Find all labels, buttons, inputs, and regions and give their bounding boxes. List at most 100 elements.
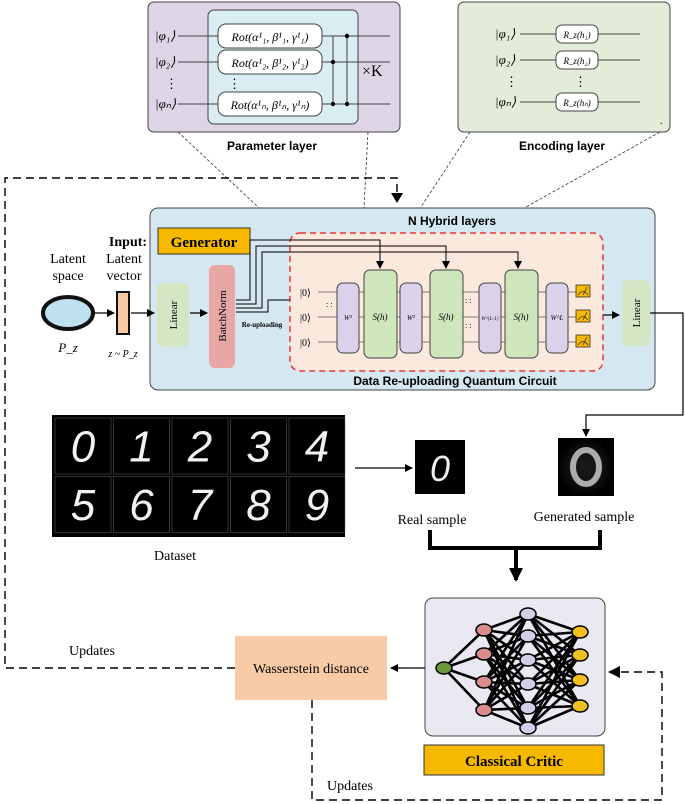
generator-title-box (157, 227, 251, 255)
dataset-digit: 7 (188, 481, 214, 530)
pz-label: P_z (57, 340, 78, 355)
enc-dots: ⋮ (505, 74, 518, 89)
w-gate-l-1-label: W^{L-1} (481, 317, 498, 322)
critic-edge (443, 629, 485, 669)
generated-sample-label: Generated sample (534, 510, 635, 525)
critic-edge (483, 682, 529, 712)
critic-edge (526, 631, 582, 709)
critic-edge (483, 613, 529, 655)
critic-node (571, 625, 589, 639)
linear-in-label: Linear (168, 300, 180, 329)
dataset-digit: 3 (246, 423, 271, 472)
reuploading-wires (236, 239, 522, 313)
parameter-layer-panel: Rot(α¹₁, β¹₁, γ¹₁) Rot(α¹₂, β¹₂, γ¹₂) Ro… (147, 1, 401, 133)
critic-edge (482, 635, 530, 711)
dataset-digit: 5 (71, 481, 96, 530)
dataset-digit: 6 (129, 481, 154, 530)
critic-node (571, 673, 589, 687)
ket-dots-a: : : (326, 300, 332, 309)
w-gate-l: W^L (545, 282, 569, 354)
dataset-tile (288, 417, 346, 475)
critic-edge (527, 612, 581, 634)
critic-node (475, 623, 493, 637)
measure-icons (575, 284, 591, 348)
critic-node (519, 607, 537, 621)
latent-vector-bar (116, 291, 130, 335)
enc-ket-n: |φₙ⟩ (495, 94, 516, 109)
param-rot-1: Rot(α¹₁, β¹₁, γ¹₁) (231, 30, 309, 44)
z-dist-label: z ~ P_z (107, 349, 137, 360)
updates-bottom-label: Updates (327, 779, 373, 794)
s-gate-1-label: S(h) (373, 312, 388, 322)
real-sample-digit: 0 (430, 448, 450, 489)
linear-out-label: Linear (631, 298, 643, 327)
param-ket-n: |φₙ⟩ (155, 96, 176, 111)
batchnorm-block (209, 265, 235, 368)
linear-out-block (622, 280, 650, 346)
critic-edge (483, 652, 529, 686)
critic-edge (527, 678, 581, 710)
dataset-tile (171, 417, 229, 475)
input-label: Input: (109, 235, 147, 250)
critic-edge (482, 613, 530, 711)
feedback-loops (4, 177, 663, 801)
latent-vector-label-2: vector (107, 269, 142, 284)
repeat-label: ×K (362, 63, 383, 80)
dataset-tile (113, 417, 170, 475)
critic-network (435, 607, 589, 735)
dataset-tile (230, 476, 287, 533)
param-ket-1: |φ₁⟩ (155, 28, 175, 43)
latent-space-label-1: Latent (50, 252, 86, 267)
dataset-digit: 4 (305, 423, 329, 472)
w-gate-l-1: W^{L-1} (478, 282, 502, 354)
critic-edge (527, 704, 581, 730)
real-sample-label: Real sample (398, 513, 467, 528)
critic-node (571, 648, 589, 662)
critic-node (519, 653, 537, 667)
w-gate-2: W² (399, 282, 423, 354)
critic-node (475, 647, 493, 661)
enc-gate-n: R_z(hₙ) (562, 98, 591, 108)
param-dots-inner: ⋮ (228, 76, 241, 91)
dataset-tile (113, 476, 170, 533)
w-gate-2-label: W² (407, 314, 416, 322)
s-gate-1: S(h) (363, 269, 398, 359)
enc-dots-inner: ⋮ (574, 74, 587, 89)
ket-0-2: |0⟩ (300, 313, 311, 324)
w-gate-1: W¹ (336, 282, 360, 354)
wasserstein-box (235, 636, 387, 700)
dataset-digit: 2 (187, 423, 212, 472)
latent-vector-label-1: Latent (106, 252, 142, 267)
latent-space-label-2: space (52, 269, 83, 284)
ket-0-1: |0⟩ (300, 288, 311, 299)
s-gate-2: S(h) (429, 269, 464, 359)
parameter-layer-label: Parameter layer (227, 139, 317, 153)
hybrid-layers-title: N Hybrid layers (408, 214, 496, 228)
wasserstein-label: Wasserstein distance (253, 662, 369, 677)
critic-node (475, 675, 493, 689)
ket-0-3: |0⟩ (300, 338, 311, 349)
enc-gate-1: R_z(h₁) (562, 30, 590, 40)
critic-edge (482, 613, 530, 683)
s-gate-3: S(h) (504, 269, 539, 359)
dataset-tile (54, 417, 112, 475)
critic-edge (527, 631, 581, 685)
dataset-tile (171, 476, 229, 533)
s-gate-2-label: S(h) (439, 312, 454, 322)
critic-edge (443, 667, 485, 711)
dataset-tile (288, 476, 346, 533)
generated-sample-ring (570, 447, 602, 487)
encoding-layer-label: Encoding layer (519, 139, 605, 153)
critic-node (519, 701, 537, 715)
critic-edge (483, 681, 529, 729)
critic-edge (483, 680, 529, 710)
critic-label-box (423, 744, 605, 776)
s-gate-3-label: S(h) (514, 312, 529, 322)
critic-edge (527, 679, 581, 729)
real-sample-image (415, 440, 465, 494)
critic-node (519, 721, 537, 735)
dataset-digit: 0 (71, 423, 96, 472)
enc-ket-2: |φ₂⟩ (495, 52, 515, 67)
dataset-digit: 9 (305, 481, 329, 530)
